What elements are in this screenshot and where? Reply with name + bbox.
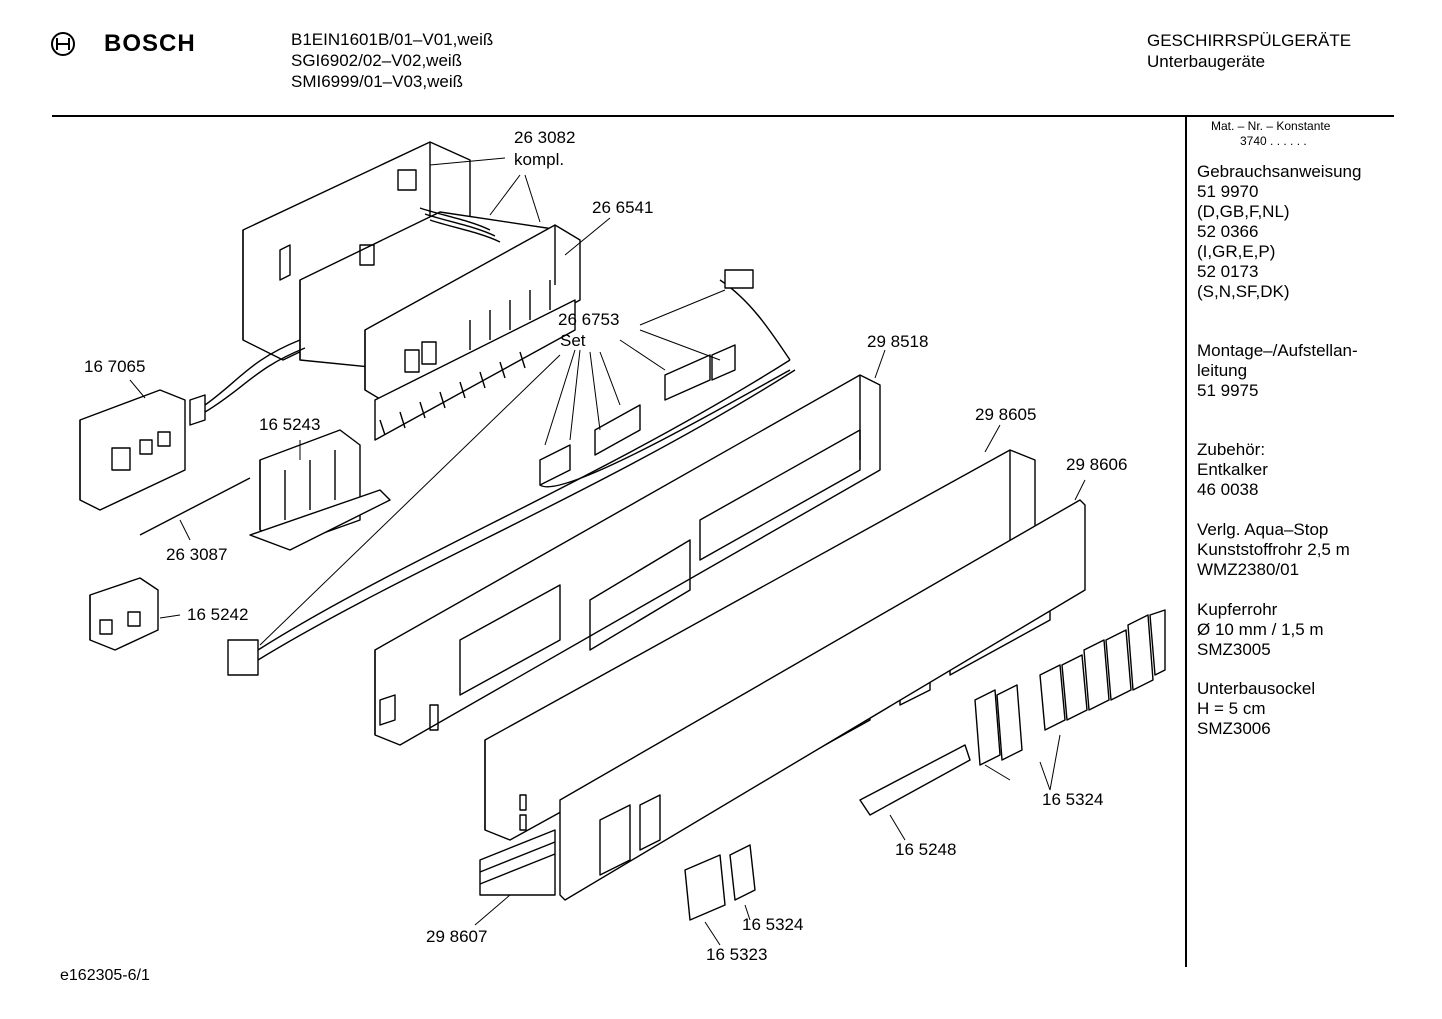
header-rule (52, 115, 1394, 117)
aquastop-desc: Kunststoffrohr 2,5 m (1197, 540, 1350, 559)
keycaps-row (974, 609, 1166, 766)
copper-number: SMZ3005 (1197, 640, 1271, 659)
appliance-subcategory: Unterbaugeräte (1147, 52, 1266, 71)
manual-langs-3: (S,N,SF,DK) (1197, 282, 1290, 301)
copper-desc: Ø 10 mm / 1,5 m (1197, 620, 1324, 639)
label-266541: 26 6541 (592, 198, 654, 217)
single-keys (684, 844, 756, 921)
install-title-1: Montage–/Aufstellan- (1197, 341, 1358, 360)
exploded-parts-drawing (79, 141, 1166, 946)
sidebar-divider (1185, 115, 1187, 967)
mat-number-label: Mat. – Nr. – Konstante (1211, 119, 1331, 133)
manual-langs-1: (D,GB,F,NL) (1197, 202, 1290, 221)
label-298605: 29 8605 (975, 405, 1037, 424)
rod (139, 477, 251, 536)
label-165324-key: 16 5324 (742, 915, 804, 934)
label-165323: 16 5323 (706, 945, 768, 964)
label-165248: 16 5248 (895, 840, 957, 859)
model-line-2: SGI6902/02–V02,weiß (291, 51, 463, 70)
cover-panel (559, 499, 1086, 901)
plinth-title: Unterbausockel (1197, 679, 1316, 698)
label-298606: 29 8606 (1066, 455, 1128, 474)
trim-strip (859, 744, 971, 816)
front-panel (479, 449, 1051, 896)
display-module (79, 339, 306, 511)
manual-number-2: 52 0366 (1197, 222, 1259, 241)
label-set: Set (560, 331, 586, 350)
panel-frame (374, 374, 881, 746)
leader-lines (129, 157, 1086, 946)
manual-number-1: 51 9970 (1197, 182, 1259, 201)
aquastop-title: Verlg. Aqua–Stop (1197, 520, 1329, 539)
holder-bracket (249, 429, 391, 551)
label-165243: 16 5243 (259, 415, 321, 434)
accessory-title: Zubehör: (1197, 440, 1266, 459)
manual-title: Gebrauchsanweisung (1197, 162, 1362, 181)
model-line-3: SMI6999/01–V03,weiß (291, 72, 463, 91)
brand-name: BOSCH (104, 30, 196, 57)
install-number: 51 9975 (1197, 381, 1259, 400)
model-line-1: B1EIN1601B/01–V01,weiß (291, 30, 494, 49)
aquastop-number: WMZ2380/01 (1197, 560, 1300, 579)
manual-number-3: 52 0173 (1197, 262, 1259, 281)
accessory-name: Entkalker (1197, 460, 1268, 479)
accessory-number: 46 0038 (1197, 480, 1259, 499)
label-298607: 29 8607 (426, 927, 488, 946)
module-housing (364, 224, 581, 441)
drawing-code: e162305-6/1 (60, 967, 150, 984)
label-263082: 26 3082 (514, 128, 576, 147)
mat-number-value: 3740 . . . . . . (1240, 134, 1307, 148)
plinth-number: SMZ3006 (1197, 719, 1271, 738)
install-title-2: leitung (1197, 361, 1248, 380)
label-165324-keys: 16 5324 (1042, 790, 1104, 809)
label-kompl: kompl. (514, 150, 565, 169)
label-165242: 16 5242 (187, 605, 249, 624)
label-298518: 29 8518 (867, 332, 929, 351)
manual-langs-2: (I,GR,E,P) (1197, 242, 1276, 261)
appliance-category: GESCHIRRSPÜLGERÄTE (1147, 31, 1352, 50)
cable-harness (227, 269, 796, 676)
mains-switch (89, 577, 159, 651)
label-266753: 26 6753 (558, 310, 620, 329)
label-167065: 16 7065 (84, 357, 146, 376)
plinth-desc: H = 5 cm (1197, 699, 1266, 718)
copper-title: Kupferrohr (1197, 600, 1278, 619)
label-263087: 26 3087 (166, 545, 228, 564)
